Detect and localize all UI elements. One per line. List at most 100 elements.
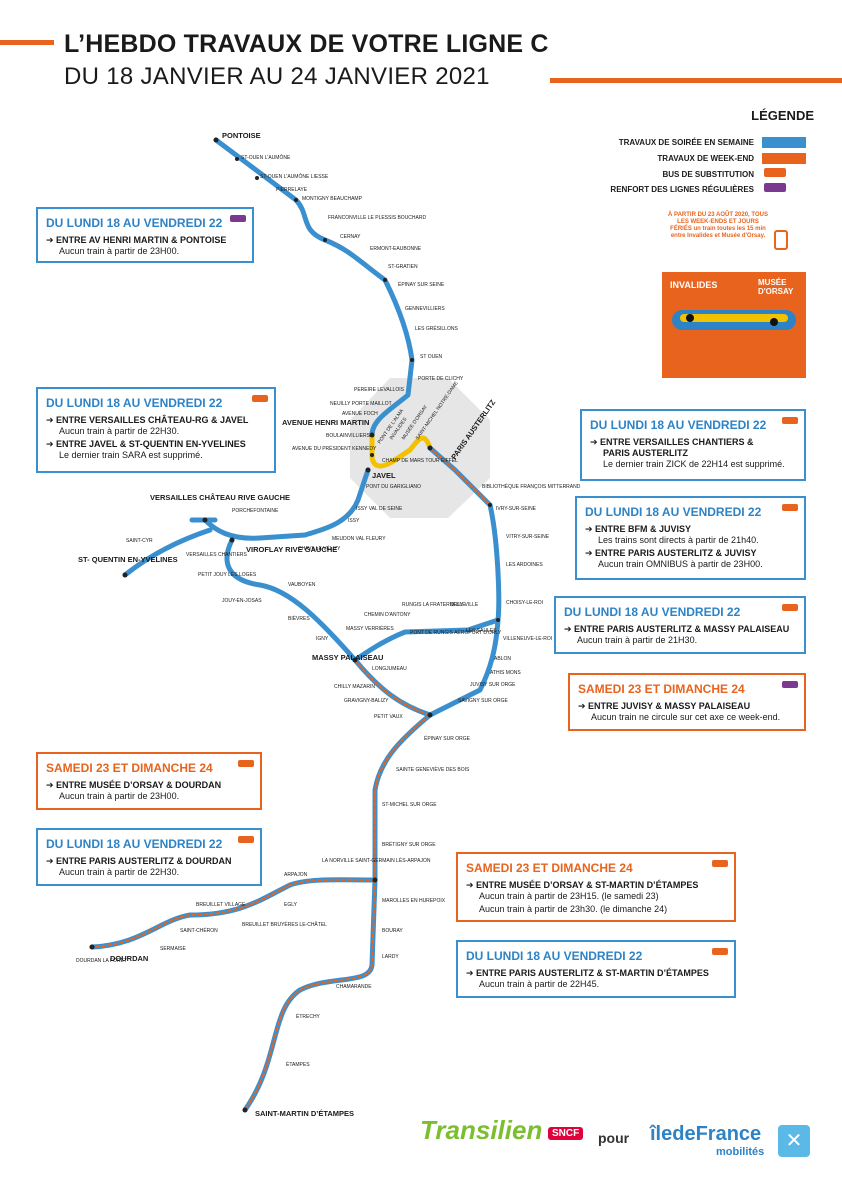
station-label: IGNY [316,636,329,642]
station-label: MAROLLES EN HUREPOIX [382,898,446,904]
promo-invalides: INVALIDES [670,280,718,290]
station-label: ISSY [348,518,360,524]
info-box-note: Aucun train à partir de 23h30. (le diman… [479,904,668,914]
bus-icon [782,604,798,611]
station-label: PONT DE RUNGIS AÉROPORT D'ORLY [410,629,502,636]
segment-bretigny-etampes [242,877,378,1113]
station-label: BIBLIOTHÈQUE FRANÇOIS MITTERRAND [482,483,581,490]
station-label: ST OUEN [420,354,443,360]
station-javel: JAVEL [372,471,396,480]
station-label: LES GRÉSILLONS [415,325,458,332]
station-label: ABLON [494,656,511,662]
info-box-route: ➔ ENTRE PARIS AUSTERLITZ & MASSY PALAISE… [564,624,790,634]
station-label: RUNGIS LA FRATERNELLE [402,602,466,608]
info-box-route: PARIS AUSTERLITZ [603,448,688,458]
info-box-austerlitz-massy: DU LUNDI 18 AU VENDREDI 22 ➔ ENTRE PARIS… [554,596,806,654]
info-box-date: SAMEDI 23 ET DIMANCHE 24 [466,861,633,875]
page-title: L’HEBDO TRAVAUX DE VOTRE LIGNE C [64,30,549,58]
info-box-note: Aucun train à partir de 23H15. (le samed… [479,891,659,901]
info-box-date: DU LUNDI 18 AU VENDREDI 22 [46,216,223,230]
legend-label-renfort: RENFORT DES LIGNES RÉGULIÈRES [610,185,754,194]
station-label: VERSAILLES CHANTIERS [186,552,248,558]
station-label: BOULAINVILLIERS [326,433,371,439]
station-label: SERMAISE [160,946,187,952]
station-label: PONT DU GARIGLIANO [366,484,421,490]
station-label: MONTIGNY BEAUCHAMP [302,196,363,202]
info-box-route: ➔ ENTRE PARIS AUSTERLITZ & JUVISY [585,548,757,558]
info-box-versailles-javel: DU LUNDI 18 AU VENDREDI 22 ➔ ENTRE VERSA… [36,387,276,473]
bus-icon [712,860,728,867]
info-box-austerlitz-dourdan: DU LUNDI 18 AU VENDREDI 22 ➔ ENTRE PARIS… [36,828,262,886]
info-box-route: ➔ ENTRE PARIS AUSTERLITZ & DOURDAN [46,856,232,866]
station-label: DOURDAN LA FORÊT [76,956,127,964]
legend-label-soiree: TRAVAUX DE SOIRÉE EN SEMAINE [618,138,754,147]
station-versailles-rg: VERSAILLES CHÂTEAU RIVE GAUCHE [150,493,290,502]
station-label: AVENUE FOCH [342,411,378,417]
renfort-bus-icon [230,215,246,222]
info-box-note: Aucun train à partir de 22H30. [59,867,180,877]
info-box-date: DU LUNDI 18 AU VENDREDI 22 [590,418,767,432]
station-label: ATHIS MONS [490,670,521,676]
bus-icon [712,948,728,955]
station-pontoise: PONTOISE [222,131,261,140]
station-label: CHILLY MAZARIN [334,684,375,690]
legend-label-weekend: TRAVAUX DE WEEK-END [657,154,754,163]
station-label: PEREIRE LEVALLOIS [354,387,405,393]
header-rule-right [550,78,842,83]
station-label: ST-OUEN L'AUMÔNE LIESSE [260,173,329,180]
station-label: LES SAULES [466,628,497,634]
renfort-bus-icon [764,183,786,192]
promo-poster: INVALIDES MUSÉE D'ORSAY [662,272,806,378]
station-label: SAVIGNY SUR ORGE [458,698,508,704]
station-label: CHOISY-LE-ROI [506,600,543,606]
station-label: SAINTE GENEVIÈVE DES BOIS [396,766,470,773]
promo-stop-invalides [686,314,694,322]
station-label: ST-OUEN L'AUMÔNE [241,154,291,161]
idf-mobilites: mobilités [716,1146,765,1158]
info-box-austerlitz-stmartin: DU LUNDI 18 AU VENDREDI 22 ➔ ENTRE PARIS… [456,940,736,998]
station-dots [89,137,500,1113]
info-box-route: ➔ ENTRE JUVISY & MASSY PALAISEAU [578,701,751,711]
info-box-note: Aucun train à partir de 21H30. [577,635,698,645]
info-box-chantiers-austerlitz: DU LUNDI 18 AU VENDREDI 22 ➔ ENTRE VERSA… [580,409,806,481]
station-label: ST-MICHEL SUR ORGE [382,802,437,808]
station-label: BOURAY [382,928,403,934]
station-label: BRÉTIGNY SUR ORGE [382,841,436,848]
promo-musee: MUSÉE D'ORSAY [758,278,794,296]
page-subtitle: DU 18 JANVIER AU 24 JANVIER 2021 [64,63,490,90]
info-box-route: ➔ ENTRE PARIS AUSTERLITZ & ST-MARTIN D’É… [466,968,709,978]
station-stmartin: SAINT-MARTIN D’ÉTAMPES [255,1109,354,1118]
footer-pour: pour [598,1130,630,1146]
station-label: EGLY [284,902,298,908]
segment-sqy [122,527,213,578]
segment-chantiers-massy [224,537,358,663]
station-label: ÉPINAY SUR SEINE [398,281,445,288]
info-box-date: DU LUNDI 18 AU VENDREDI 22 [466,949,643,963]
station-label: ÉTRECHY [296,1013,321,1020]
train-icon [774,230,788,250]
station-label: GENNEVILLIERS [405,306,445,312]
station-massy: MASSY PALAISEAU [312,653,383,662]
info-box-note: Aucun train à partir de 22H45. [479,979,600,989]
station-label: CHAVILLE VÉLIZY [298,545,341,552]
station-label: PORTE DE CLICHY [418,376,464,382]
station-label: BIÈVRES [288,615,310,622]
station-label: LA NORVILLE SAINT-GERMAIN LÈS-ARPAJON [322,857,431,864]
segment-bretigny-dourdan [89,877,378,950]
promo-stop-musee [770,318,778,326]
station-label: ERMONT-EAUBONNE [370,246,422,252]
station-label: VAUBOYEN [288,582,316,588]
station-label: SAINT-CYR [126,538,153,544]
legend-swatch-soiree [762,137,806,148]
station-label: PETIT JOUY LES LOGES [198,572,257,578]
station-label: BREUILLET BRUYÈRES LE-CHÂTEL [242,921,327,928]
segment-bretigny-etampes-orange [244,879,376,1111]
info-box-ahm-pontoise: DU LUNDI 18 AU VENDREDI 22 ➔ ENTRE AV HE… [36,207,254,263]
legend-label-bus: BUS DE SUBSTITUTION [662,170,754,179]
segment-javel-viroflay [202,467,371,541]
info-box-orsay-stmartin: SAMEDI 23 ET DIMANCHE 24 ➔ ENTRE MUSÉE D… [456,852,736,922]
bus-icon [252,395,268,402]
sncf-logo: SNCF [548,1127,584,1140]
info-box-route: ➔ ENTRE AV HENRI MARTIN & PONTOISE [46,235,227,245]
idf-logo: îledeFrance [650,1123,762,1145]
